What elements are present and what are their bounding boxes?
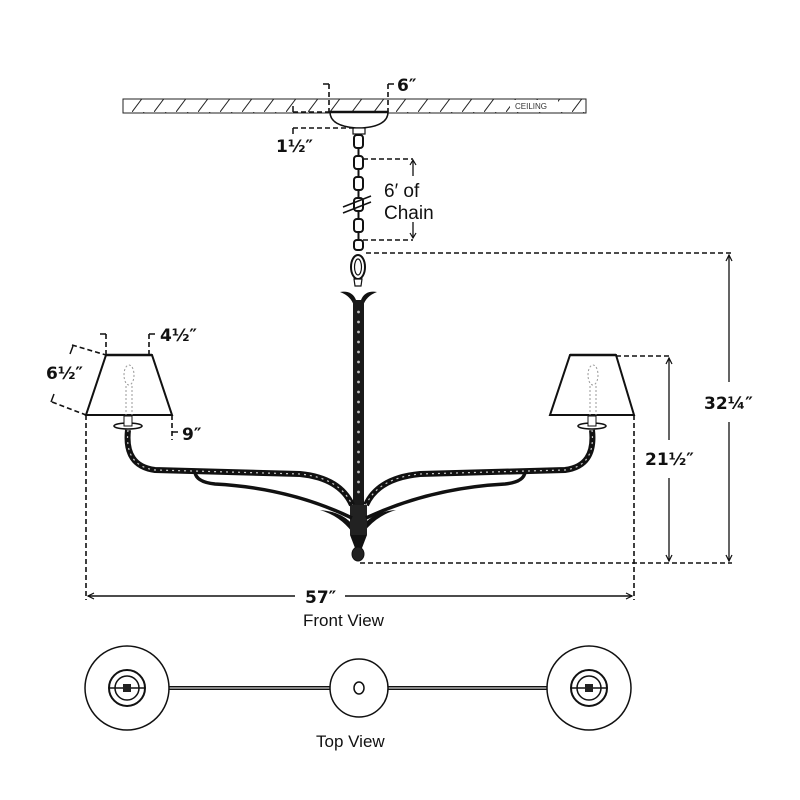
overall-width-label: 57″ (305, 588, 337, 608)
shade-bottom-dimension: 9″ (171, 415, 202, 445)
top-view-center-canopy (329, 658, 389, 718)
shade-top-dimension: 4½″ (100, 326, 197, 355)
left-arm (113, 415, 355, 520)
left-shade (84, 353, 174, 416)
central-stem (320, 291, 396, 562)
top-view (84, 645, 632, 731)
overall-height-dimension: 32¼″ (366, 252, 753, 564)
chain (342, 134, 372, 287)
shade-height-dimension: 6½″ (46, 344, 107, 416)
canopy-width-label: 6″ (397, 76, 417, 96)
canopy-height-dimension: 1½″ (276, 106, 355, 157)
shade-height-label: 6½″ (46, 364, 83, 384)
canopy-height-label: 1½″ (276, 137, 313, 157)
ceiling: CEILING (122, 98, 587, 114)
top-view-left-shade (84, 645, 170, 731)
fixture-height-label: 21½″ (645, 450, 694, 470)
front-view-caption: Front View (303, 611, 385, 630)
fixture-height-dimension: 21½″ (360, 355, 694, 600)
top-view-caption: Top View (316, 732, 385, 751)
chain-length-dimension: 6′ of Chain (363, 158, 434, 241)
right-shade (548, 353, 636, 416)
right-arm (363, 415, 607, 520)
chain-length-label-line2: Chain (384, 203, 434, 224)
ceiling-label: CEILING (515, 102, 547, 111)
canopy (329, 110, 389, 135)
overall-width-dimension: 57″ (85, 415, 634, 608)
top-view-right-shade (546, 645, 632, 731)
shade-bottom-label: 9″ (182, 425, 202, 445)
shade-top-label: 4½″ (160, 326, 197, 346)
chain-length-label-line1: 6′ of (384, 181, 420, 202)
canopy-width-dimension: 6″ (323, 76, 417, 112)
overall-height-label: 32¼″ (704, 394, 753, 414)
